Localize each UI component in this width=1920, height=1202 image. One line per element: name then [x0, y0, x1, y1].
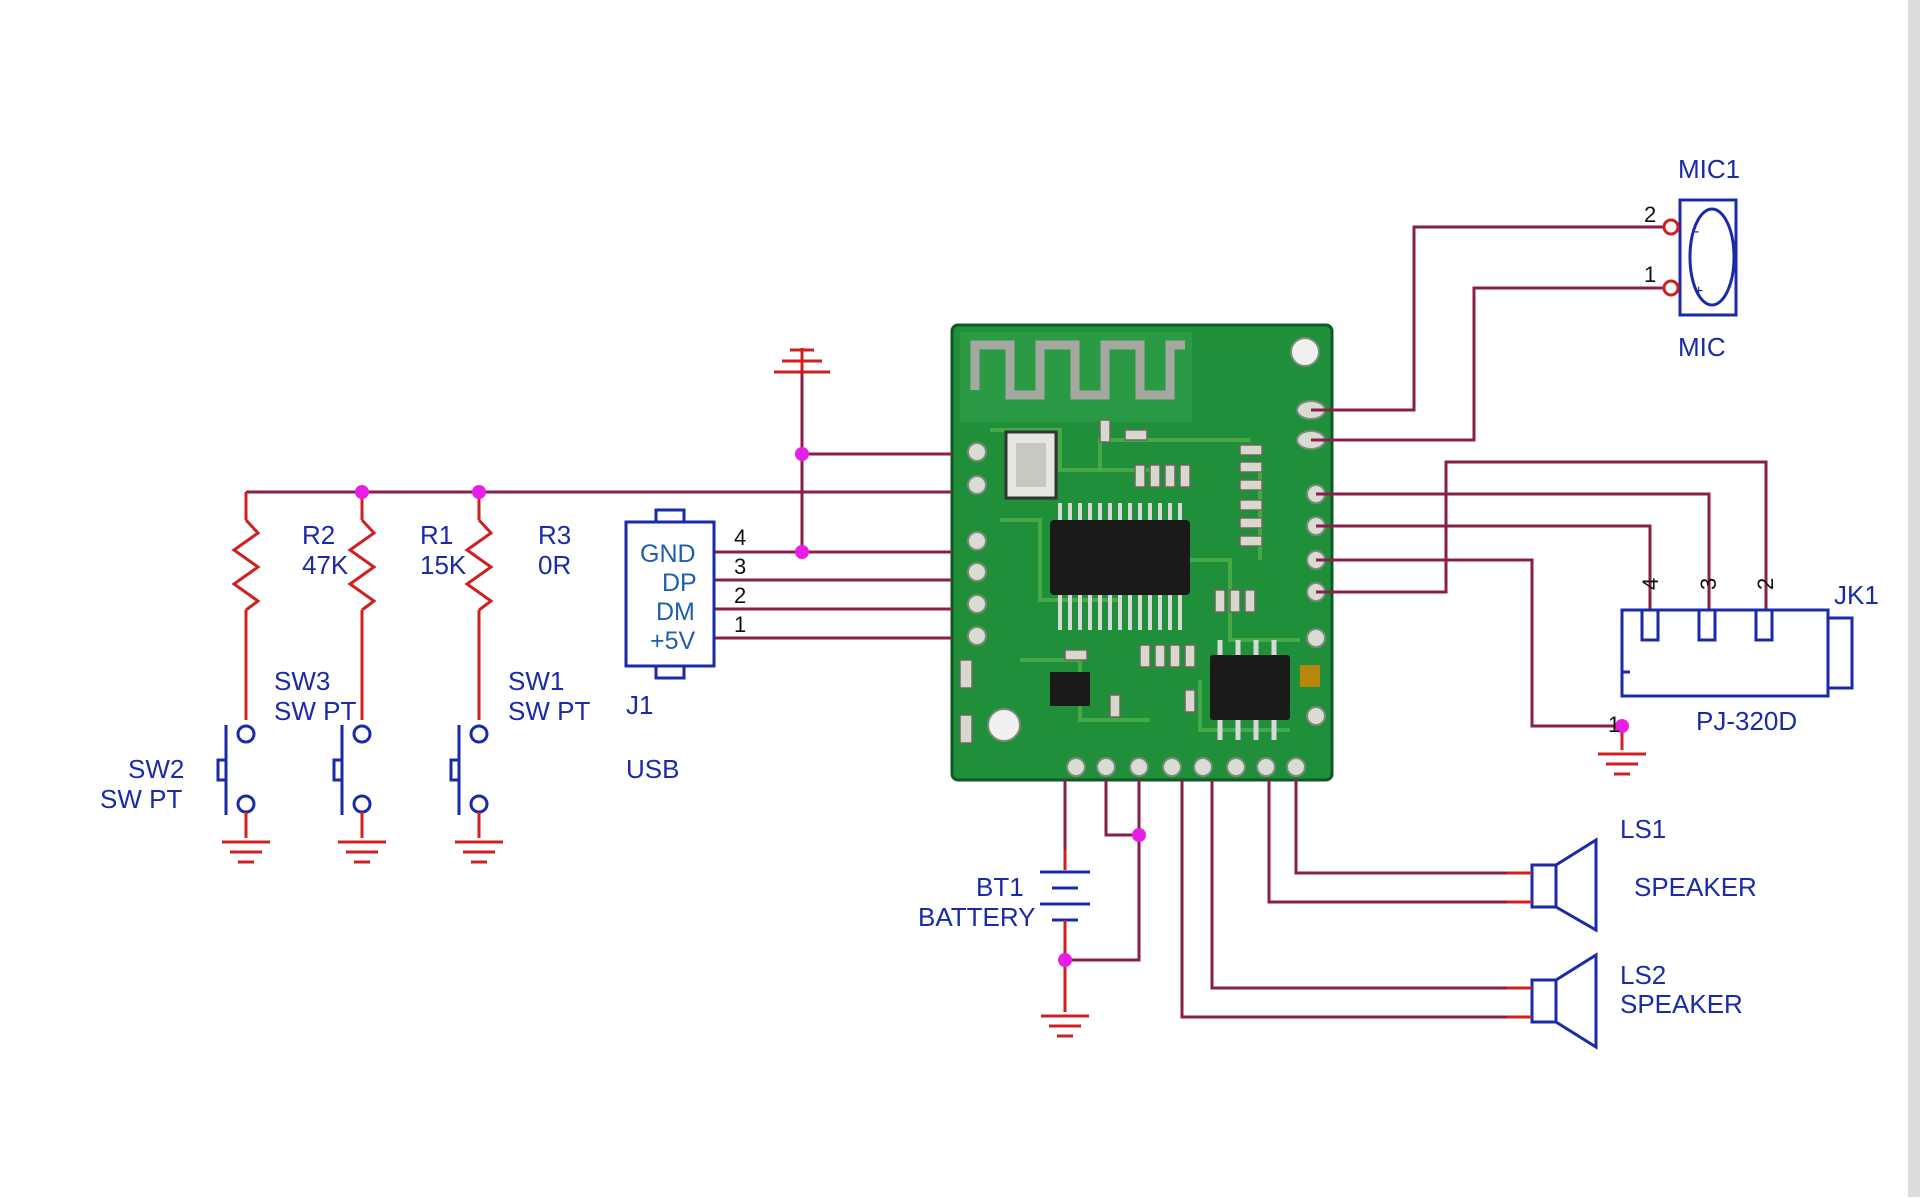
label-usb-dp: DP	[662, 569, 697, 597]
usb-connector-j1	[624, 508, 716, 680]
label-ls2-value: SPEAKER	[1620, 989, 1743, 1019]
label-bt1-value: BATTERY	[918, 902, 1036, 932]
label-sw3-ref: SW3	[274, 666, 330, 696]
label-jk1-value: PJ-320D	[1696, 706, 1797, 736]
switch-sw1	[449, 724, 489, 838]
label-sw2-ref: SW2	[128, 754, 184, 784]
ground-symbol-battery	[1041, 960, 1089, 1038]
label-usb-gnd: GND	[640, 540, 696, 568]
label-jk1-ref: JK1	[1834, 580, 1879, 610]
ground-symbol-top	[774, 348, 830, 374]
label-j1-ref: J1	[626, 690, 653, 720]
bluetooth-module-pcb	[950, 323, 1334, 782]
label-jk-pin2: 2	[1753, 578, 1778, 590]
label-usb-dm: DM	[656, 598, 695, 626]
label-r3-value: 0R	[538, 550, 571, 580]
label-mic1-ref: MIC1	[1678, 154, 1740, 184]
label-mic-pin2: 2	[1644, 202, 1656, 227]
label-ls1-value: SPEAKER	[1634, 872, 1757, 902]
label-r2-ref: R2	[302, 520, 335, 550]
label-mic-pin1: 1	[1644, 262, 1656, 287]
label-jk-pin3: 3	[1696, 578, 1721, 590]
label-sw1-ref: SW1	[508, 666, 564, 696]
label-r1-ref: R1	[420, 520, 453, 550]
junction-dots	[355, 447, 1629, 967]
module-left-pads	[967, 442, 987, 646]
label-sw3-value: SW PT	[274, 696, 356, 726]
label-r3-ref: R3	[538, 520, 571, 550]
label-jk-pin4: 4	[1638, 578, 1663, 590]
label-j1-value: USB	[626, 754, 679, 784]
label-bt1-ref: BT1	[976, 872, 1024, 902]
label-usb-pin2: 2	[734, 583, 746, 608]
audio-jack-jk1	[1620, 608, 1854, 698]
resistor-r1	[464, 492, 494, 720]
speaker-ls1	[1507, 837, 1598, 933]
ground-symbol-jack	[1598, 726, 1646, 776]
battery-bt1	[1040, 850, 1090, 960]
microphone-mic1: - +	[1662, 198, 1738, 317]
label-usb-pin1: 1	[734, 612, 746, 637]
module-bottom-pads	[1066, 757, 1306, 777]
svg-text:-: -	[1694, 223, 1699, 240]
label-ls1-ref: LS1	[1620, 814, 1666, 844]
label-usb-5v: +5V	[650, 627, 696, 655]
label-sw1-value: SW PT	[508, 696, 590, 726]
window-edge-bar	[1908, 0, 1920, 1197]
label-mic1-value: MIC	[1678, 332, 1726, 362]
resistor-r3	[231, 492, 261, 720]
label-ls2-ref: LS2	[1620, 960, 1666, 990]
ground-symbol-sw3	[338, 840, 386, 864]
label-usb-pin3: 3	[734, 554, 746, 579]
main-ic-chip	[1050, 503, 1190, 630]
svg-text:+: +	[1694, 283, 1703, 300]
speaker-ls2	[1507, 952, 1598, 1050]
label-sw2-value: SW PT	[100, 784, 182, 814]
label-usb-pin4: 4	[734, 525, 746, 550]
switch-sw3	[332, 724, 372, 838]
label-jk-pin1: 1	[1608, 712, 1620, 737]
label-r1-value: 15K	[420, 550, 467, 580]
label-r2-value: 47K	[302, 550, 349, 580]
amplifier-ic-chip	[1210, 640, 1290, 740]
ground-symbol-sw2	[222, 840, 270, 864]
switch-sw2	[216, 724, 256, 838]
ground-symbol-sw1	[455, 840, 503, 864]
resistor-r2	[347, 492, 377, 720]
